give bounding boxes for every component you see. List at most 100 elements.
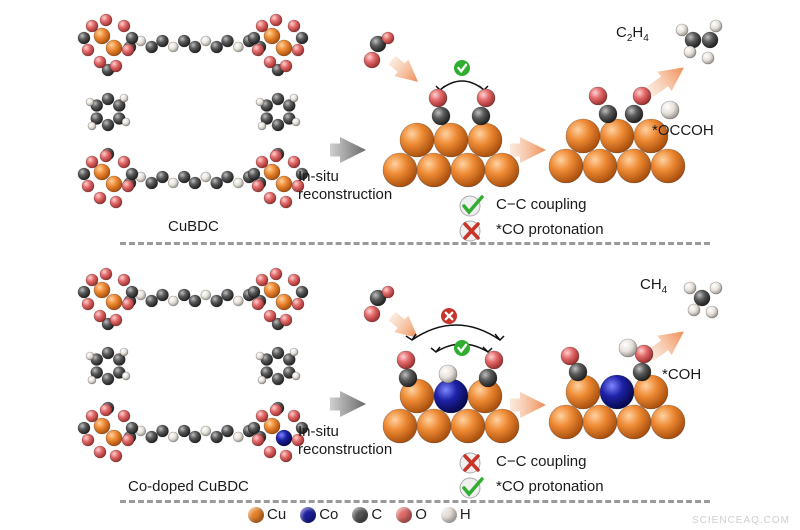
ring-carbon-atom (101, 372, 115, 386)
h-atom-icon (440, 506, 457, 523)
o-atom (109, 449, 123, 463)
cu-surface-atom (382, 408, 418, 444)
o-atom (269, 13, 283, 27)
o-atom (251, 43, 265, 57)
cu-atom (105, 39, 123, 57)
h-atom (119, 93, 129, 103)
o-atom (363, 305, 381, 323)
h-atom (291, 371, 301, 381)
o-atom (93, 309, 107, 323)
cu-surface-atom (433, 122, 469, 158)
c-atom (684, 31, 702, 49)
top-check-1-icon (459, 195, 484, 217)
h-atom (168, 177, 179, 189)
o-atom (269, 149, 283, 163)
c-atom (145, 40, 158, 54)
c-atom (156, 34, 169, 48)
o-atom (484, 350, 504, 370)
h-atom (675, 23, 689, 37)
c-atom (177, 288, 191, 302)
o-atom (81, 43, 95, 57)
cu-surface-atom (650, 148, 686, 184)
o-atom (121, 179, 135, 193)
cu-atom (275, 39, 293, 57)
c-atom (431, 106, 451, 126)
h-atom (168, 431, 179, 443)
legend-divider (120, 500, 710, 503)
co-dopant-atom (433, 378, 469, 414)
cu-surface-atom (616, 148, 652, 184)
c-atom (177, 34, 191, 48)
h-atom (705, 305, 719, 319)
o-atom (85, 155, 99, 169)
h-atom (660, 100, 680, 120)
cu-atom (275, 293, 293, 311)
c-atom (210, 430, 223, 444)
o-atom (287, 19, 301, 33)
ring-carbon-atom (112, 353, 126, 366)
c-atom (156, 288, 169, 302)
cu-atom (93, 281, 111, 299)
c-atom (125, 421, 139, 435)
c-atom (210, 40, 223, 54)
bottom-protonation-check-icon (454, 340, 470, 356)
cu-surface-atom (484, 408, 520, 444)
cu-surface-atom (582, 148, 618, 184)
o-atom (476, 88, 496, 108)
top-check-2-icon (459, 220, 481, 242)
cu-surface-atom (599, 118, 635, 154)
c-atom (145, 430, 158, 444)
ring-carbon-atom (112, 99, 126, 112)
o-atom (363, 51, 381, 69)
o-atom (99, 403, 113, 417)
bottom-step-arrow (510, 392, 546, 418)
h-atom (87, 121, 97, 131)
o-atom (255, 273, 269, 287)
bottom-process-label-1: In-situ (298, 423, 339, 440)
cu-surface-atom (416, 152, 452, 188)
c-atom (125, 167, 139, 181)
cu-surface-atom (582, 404, 618, 440)
cu-surface-atom (382, 152, 418, 188)
ring-carbon-atom (101, 118, 115, 132)
c-atom (210, 176, 223, 190)
h-atom (200, 35, 212, 47)
c-atom (295, 31, 309, 45)
bottom-coupling-curve (405, 324, 505, 342)
o-atom (279, 313, 293, 327)
o-atom (99, 13, 113, 27)
cu-atom (263, 163, 281, 181)
legend-item-c: C (352, 506, 382, 523)
legend-item-o: O (396, 506, 427, 523)
c-atom (125, 31, 139, 45)
cu-atom (263, 27, 281, 45)
bottom-check-2-text: *CO protonation (496, 478, 604, 495)
c-atom (701, 31, 719, 49)
o-atom (632, 86, 652, 106)
top-step-arrow (510, 137, 546, 163)
top-check-2-text: *CO protonation (496, 221, 604, 238)
c-atom (624, 104, 644, 124)
h-atom (168, 295, 179, 307)
ring-carbon-atom (271, 346, 285, 360)
h-atom (200, 171, 212, 183)
c-atom (295, 421, 309, 435)
c-atom (295, 285, 309, 299)
o-atom (279, 59, 293, 73)
h-atom (233, 41, 244, 53)
cu-surface-atom (548, 404, 584, 440)
cu-surface-atom (565, 118, 601, 154)
top-process-label-2: reconstruction (298, 186, 393, 203)
legend-item-h: H (440, 506, 471, 523)
o-atom (109, 195, 123, 209)
o-atom (93, 445, 107, 459)
h-atom (257, 375, 267, 385)
watermark: SCIENCEAQ.COM (691, 515, 790, 526)
o-atom (117, 409, 131, 423)
cu-surface-atom (450, 152, 486, 188)
h-atom (255, 351, 265, 361)
cu-surface-atom (616, 404, 652, 440)
c-atom (568, 362, 588, 382)
o-atom (279, 195, 293, 209)
bottom-check-1-text: C−C coupling (496, 453, 587, 470)
